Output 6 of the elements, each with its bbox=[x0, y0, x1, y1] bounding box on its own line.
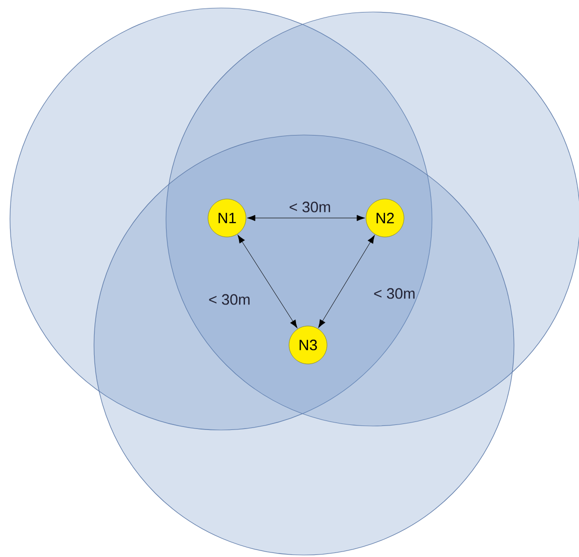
edge-label: < 30m bbox=[374, 288, 415, 299]
edge-label: < 30m bbox=[290, 202, 330, 212]
arrow bbox=[318, 235, 375, 328]
arrow bbox=[238, 234, 298, 328]
arrow bbox=[247, 214, 365, 222]
edge-label: < 30m bbox=[209, 294, 250, 305]
